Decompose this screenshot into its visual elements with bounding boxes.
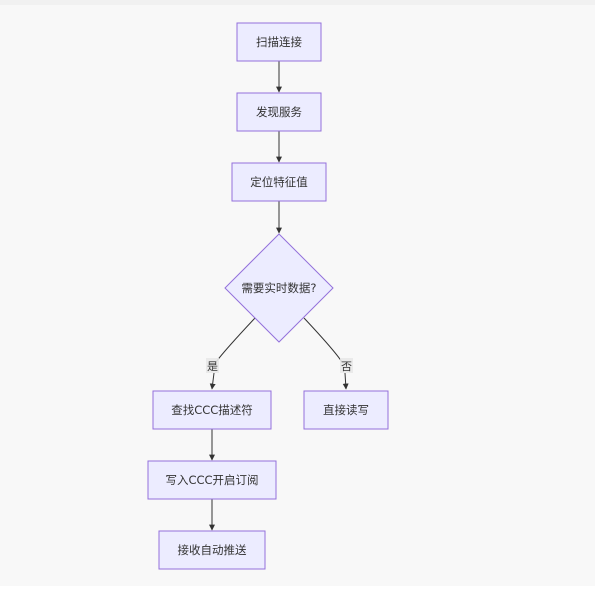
node-receive-label: 接收自动推送 <box>178 543 247 557</box>
edge-label-yes-text: 是 <box>207 360 218 373</box>
edge-decision-find-ccc <box>212 317 256 389</box>
node-write-ccc: 写入CCC开启订阅 <box>147 460 277 500</box>
node-locate-label: 定位特征值 <box>250 175 308 189</box>
node-receive: 接收自动推送 <box>158 530 266 570</box>
node-discover-label: 发现服务 <box>256 105 302 119</box>
node-discover: 发现服务 <box>236 92 322 132</box>
node-find-ccc: 查找CCC描述符 <box>152 390 272 430</box>
edge-label-no: 否 <box>340 358 353 373</box>
node-direct-rw-label: 直接读写 <box>323 403 369 417</box>
node-decision: 需要实时数据? <box>224 233 334 343</box>
top-strip <box>0 0 595 5</box>
node-direct-rw: 直接读写 <box>303 390 389 430</box>
node-scan-label: 扫描连接 <box>256 35 302 49</box>
edge-decision-direct <box>303 317 346 389</box>
node-write-ccc-label: 写入CCC开启订阅 <box>165 473 258 487</box>
node-scan: 扫描连接 <box>236 22 322 62</box>
node-decision-label: 需要实时数据? <box>241 281 316 295</box>
edges <box>212 61 346 531</box>
edge-label-no-text: 否 <box>341 360 352 373</box>
edge-label-yes: 是 <box>206 358 219 373</box>
node-locate: 定位特征值 <box>231 162 327 202</box>
node-find-ccc-label: 查找CCC描述符 <box>171 403 253 417</box>
